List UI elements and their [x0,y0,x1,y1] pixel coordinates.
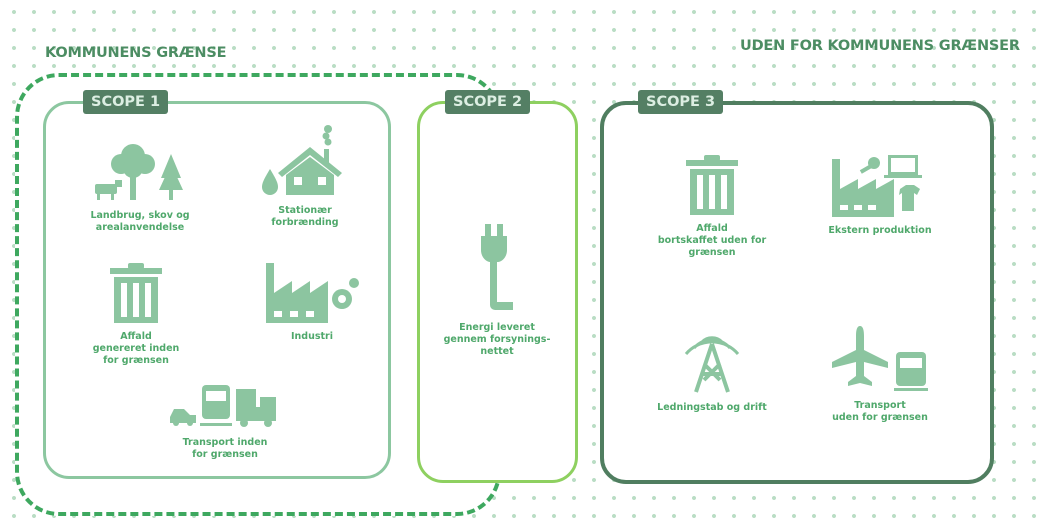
house-flame-icon [262,125,342,195]
tree-cow-icon [95,144,183,200]
scope-2-box [417,101,578,483]
transmission-tower-icon [684,336,740,393]
item-agriculture: Landbrug, skov og arealanvendelse [65,142,215,234]
plug-icon [481,224,513,310]
item-label: Stationær forbrænding [271,205,339,228]
item-label: Affald genereret inden for grænsen [92,331,180,366]
item-external-production: Ekstern produktion [805,155,955,237]
item-label: Landbrug, skov og arealanvendelse [90,210,190,233]
factory-goods-icon [832,155,922,217]
item-waste-inside: Affald genereret inden for grænsen [61,263,211,367]
item-stationary-combustion: Stationær forbrænding [230,125,380,229]
factory-gear-icon [266,263,359,323]
scope-3-label: SCOPE 3 [638,90,724,114]
scope-1-label: SCOPE 1 [83,90,169,114]
municipal-boundary-title: KOMMUNENS GRÆNSE [45,45,227,61]
vehicles-icon [170,385,276,427]
item-waste-outside: Affald bortskaffet uden for grænsen [637,155,787,259]
item-industry: Industri [237,263,387,343]
outside-boundary-title: UDEN FOR KOMMUNENS GRÆNSER [740,38,1020,54]
item-label: Ledningstab og drift [657,402,767,413]
item-label: Transport inden for grænsen [182,437,268,460]
item-label: Affald bortskaffet uden for grænsen [657,223,767,258]
item-label: Industri [291,331,333,342]
trash-icon [110,263,162,323]
item-transport-inside: Transport inden for grænsen [150,383,300,461]
item-label: Energi leveret gennem forsynings- nettet [443,322,551,357]
item-transmission-loss: Ledningstab og drift [637,330,787,414]
item-transport-outside: Transport uden for grænsen [805,326,955,424]
scope-3-box [600,101,994,484]
item-label: Ekstern produktion [828,225,932,236]
plane-train-icon [832,326,928,391]
scope-2-label: SCOPE 2 [445,90,531,114]
item-label: Transport uden for grænsen [832,400,928,423]
item-grid-energy: Energi leveret gennem forsynings- nettet [422,224,572,358]
trash-icon [686,155,738,215]
